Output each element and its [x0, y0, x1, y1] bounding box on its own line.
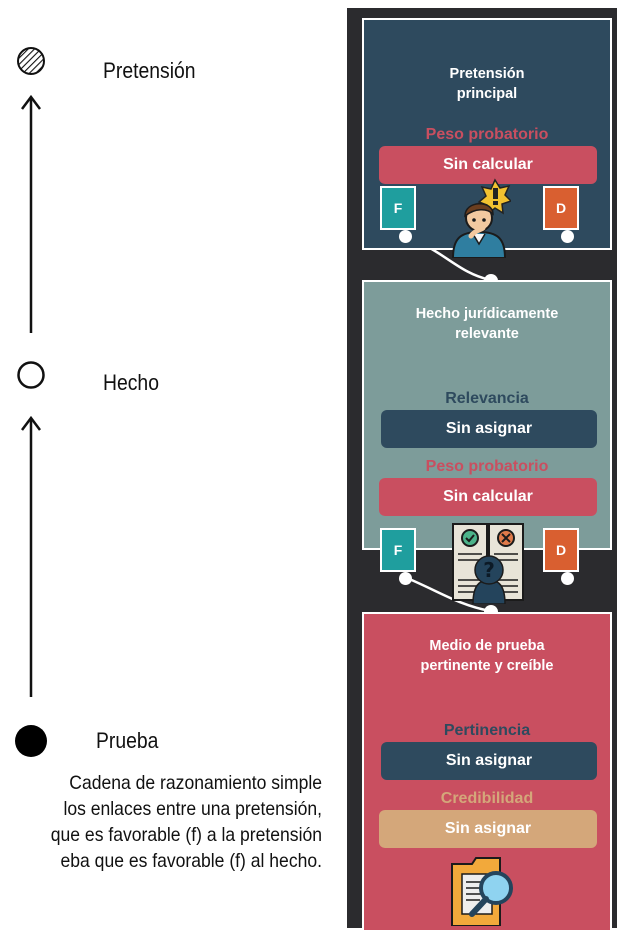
fact-label: Hecho — [103, 370, 159, 395]
fact-node — [17, 361, 45, 389]
app-canvas: Pretensión principal Peso probatorio Sin… — [347, 8, 617, 932]
claim-port-f[interactable]: F — [380, 186, 416, 230]
evidence-pertinence-label: Pertinencia — [443, 722, 531, 739]
fact-port-f[interactable]: F — [380, 528, 416, 572]
caption-line: que es favorable (f) a la pretensión — [50, 824, 322, 846]
fact-evidence-connector — [406, 576, 491, 613]
fact-port-d-handle[interactable] — [561, 572, 574, 585]
figure-caption: Cadena de razonamiento simple los enlace… — [32, 770, 322, 874]
caption-line: los enlaces entre una pretensión, — [63, 798, 322, 820]
claim-title: Pretensión — [449, 66, 525, 82]
evidence-node — [15, 725, 47, 757]
svg-text:?: ? — [483, 558, 495, 582]
evidence-credibility-label: Credibilidad — [440, 790, 534, 807]
fact-relevance-value[interactable]: Sin asignar — [381, 410, 597, 448]
evidence-credibility-value[interactable]: Sin asignar — [379, 810, 597, 848]
fact-port-d[interactable]: D — [543, 528, 579, 572]
evidence-to-fact-arrowhead — [21, 415, 41, 431]
claim-node — [17, 47, 45, 75]
fact-relevance-label: Relevancia — [445, 390, 529, 407]
fact-subtitle: relevante — [455, 326, 519, 342]
evidence-pertinence-value[interactable]: Sin asignar — [381, 742, 597, 780]
evidence-label: Prueba — [96, 728, 159, 753]
claim-weight-label: Peso probatorio — [425, 126, 549, 143]
fact-port-f-handle[interactable] — [399, 572, 412, 585]
claim-weight-value[interactable]: Sin calcular — [379, 146, 597, 184]
caption-line: Cadena de razonamiento simple — [69, 772, 322, 794]
fact-to-claim-arrowhead — [21, 94, 41, 110]
thinking-person-icon — [451, 178, 511, 258]
claim-port-d-handle[interactable] — [561, 230, 574, 243]
claim-subtitle: principal — [456, 86, 518, 102]
claim-port-f-handle[interactable] — [399, 230, 412, 243]
fact-weight-value[interactable]: Sin calcular — [379, 478, 597, 516]
fact-weight-label: Peso probatorio — [425, 458, 549, 475]
caption-line: eba que es favorable (f) al hecho. — [60, 850, 323, 872]
fact-title: Hecho jurídicamente — [415, 306, 559, 322]
claim-label: Pretensión — [103, 58, 196, 83]
claim-port-d[interactable]: D — [543, 186, 579, 230]
evidence-title: Medio de prueba — [429, 638, 545, 654]
evidence-subtitle: pertinente y creíble — [420, 658, 554, 674]
fact-card[interactable]: Hecho jurídicamente relevante Relevancia… — [362, 280, 612, 550]
checklist-question-icon: ? — [452, 523, 524, 604]
reasoning-chain-diagram — [15, 47, 47, 757]
document-magnifier-icon — [451, 857, 513, 926]
